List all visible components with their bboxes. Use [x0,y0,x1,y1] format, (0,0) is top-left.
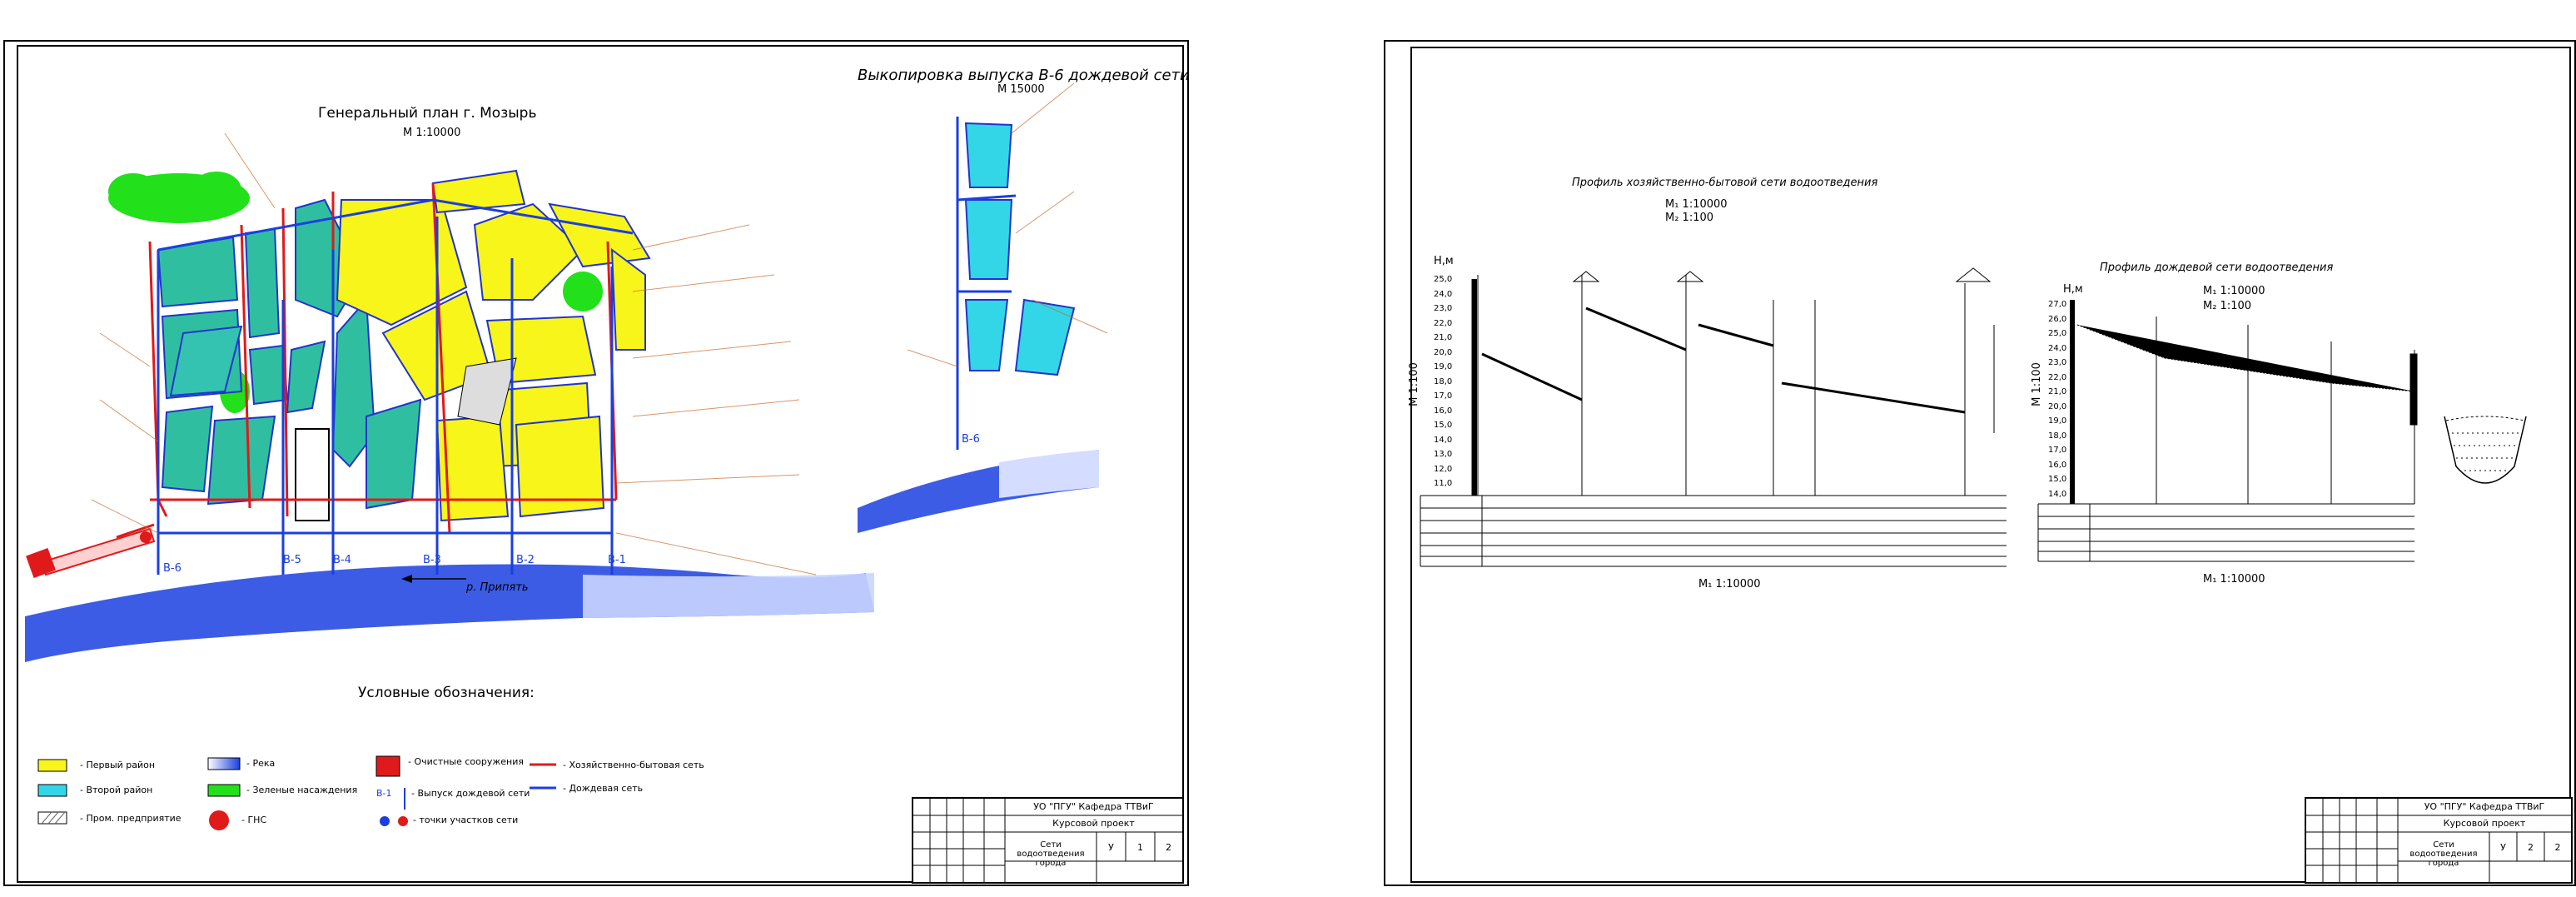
axis-tick-label: 19,0 [2048,416,2067,426]
axis-tick-label: 16,0 [1434,406,1453,416]
title-block-sheet-1: УО "ПГУ" Кафедра ТТВиГ Курсовой проект С… [912,797,1184,884]
outfall-label: В-4 [333,554,351,566]
household-profile-title: Профиль хозяйственно-бытовой сети водоот… [1572,177,1878,189]
stamp-subject: Сети водоотведения города [2409,840,2478,868]
household-scale-vertical: М₂ 1:100 [1665,212,1714,224]
axis-tick-label: 26,0 [2048,314,2067,324]
legend-swatch-second-district [37,784,67,797]
title-block-sheet-2: УО "ПГУ" Кафедра ТТВиГ Курсовой проект С… [2305,797,2573,884]
axis-tick-label: 17,0 [1434,391,1453,401]
axis-tick-label: 22,0 [1434,318,1453,328]
stamp-sheet-number: 1 [1137,842,1143,853]
axis-tick-label: 12,0 [1434,464,1453,474]
stamp-organization: УО "ПГУ" Кафедра ТТВиГ [1033,801,1154,812]
legend-outfall-code: В-1 [376,788,392,799]
outfall-label: В-5 [283,554,301,566]
stamp-sheet-stage: У [2500,842,2506,853]
stamp-sheet-total: 2 [2554,842,2561,853]
legend-swatch-points-blue [380,816,390,826]
legend-swatch-river [207,757,241,770]
legend-swatch-points-red [398,816,408,826]
legend-label-pump-station: - ГНС [241,815,267,825]
stamp-project: Курсовой проект [1052,818,1135,829]
outfall-label: В-1 [608,554,626,566]
axis-tick-label: 18,0 [2048,431,2067,441]
outfall-label: В-3 [423,554,441,566]
rain-bottom-scale: М₁ 1:10000 [2203,573,2265,586]
legend-label-points: - точки участков сети [413,815,519,825]
rain-axis-unit: Н,м [2063,283,2083,296]
axis-tick-label: 24,0 [1434,289,1453,299]
axis-tick-label: 14,0 [2048,489,2067,499]
axis-tick-label: 25,0 [1434,275,1453,284]
household-axis-unit: Н,м [1434,255,1454,267]
axis-tick-label: 23,0 [1434,304,1453,313]
stamp-project: Курсовой проект [2443,818,2526,829]
outfall-label: В-2 [516,554,535,566]
axis-tick-label: 25,0 [2048,329,2067,338]
household-bottom-scale: М₁ 1:10000 [1698,578,1761,591]
sheet-1-inner-frame [17,45,1184,883]
axis-tick-label: 18,0 [1434,376,1453,386]
stamp-subject: Сети водоотведения города [1017,840,1085,868]
axis-tick-label: 21,0 [2048,387,2067,396]
axis-tick-label: 24,0 [2048,343,2067,353]
axis-tick-label: 17,0 [2048,446,2067,455]
general-plan-scale: М 1:10000 [403,127,461,139]
legend-label-green: - Зеленые насаждения [246,785,358,795]
rain-profile-title: Профиль дождевой сети водоотведения [2100,262,2334,274]
legend-swatch-green [207,784,241,797]
pumping-station [140,531,152,543]
stamp-organization: УО "ПГУ" Кафедра ТТВиГ [2424,801,2545,812]
legend-swatch-treatment [375,755,400,777]
treatment-plant [26,548,56,578]
axis-tick-label: 27,0 [2048,300,2067,309]
axis-tick-label: 15,0 [2048,475,2067,484]
axis-tick-label: 15,0 [1434,421,1453,430]
legend-swatch-first-district [37,759,67,772]
sheet-2-inner-frame [1410,47,2571,883]
legend-swatch-pump [209,810,229,830]
industrial-site [295,428,330,521]
axis-tick-label: 16,0 [2048,460,2067,470]
rain-scale-vertical: М₂ 1:100 [2203,300,2252,312]
excerpt-scale: М 15000 [997,83,1045,96]
excerpt-title: Выкопировка выпуска В-6 дождевой сети [858,67,1190,84]
axis-tick-label: 20,0 [2048,401,2067,411]
outfall-label: В-6 [163,562,182,575]
axis-tick-label: 23,0 [2048,358,2067,367]
axis-tick-label: 20,0 [1434,347,1453,357]
excerpt-outfall-label: В-6 [962,433,980,446]
general-plan-title: Генеральный план г. Мозырь [318,105,537,122]
legend-swatch-industrial [37,811,67,825]
axis-tick-label: 13,0 [1434,450,1453,459]
legend-label-outfall: - Выпуск дождевой сети [411,788,530,799]
axis-tick-label: 14,0 [1434,435,1453,445]
river-label: р. Припять [466,581,529,594]
household-scale-horizontal: М₁ 1:10000 [1665,198,1728,211]
legend-label-second-district: - Второй район [80,785,153,795]
legend-label-river: - Река [246,758,276,769]
legend-label-industrial: - Пром. предприятие [80,813,182,824]
drawing-sheet-2 [1384,40,2576,886]
axis-tick-label: 11,0 [1434,479,1453,488]
axis-tick-label: 22,0 [2048,372,2067,382]
axis-tick-label: 19,0 [1434,362,1453,371]
rain-scale-horizontal: М₁ 1:10000 [2203,285,2265,297]
axis-tick-label: 21,0 [1434,333,1453,342]
stamp-sheet-number: 2 [2528,842,2534,853]
legend-label-household: - Хозяйственно-бытовая сеть [563,760,704,770]
stamp-sheet-total: 2 [1166,842,1171,853]
receiving-tank [2444,416,2527,484]
stamp-sheet-stage: У [1108,842,1114,853]
legend-label-first-district: - Первый район [80,760,156,770]
legend-label-treatment: - Очистные сооружения [408,756,525,767]
legend-label-rain: - Дождевая сеть [563,783,644,794]
legend-title: Условные обозначения: [358,685,535,701]
